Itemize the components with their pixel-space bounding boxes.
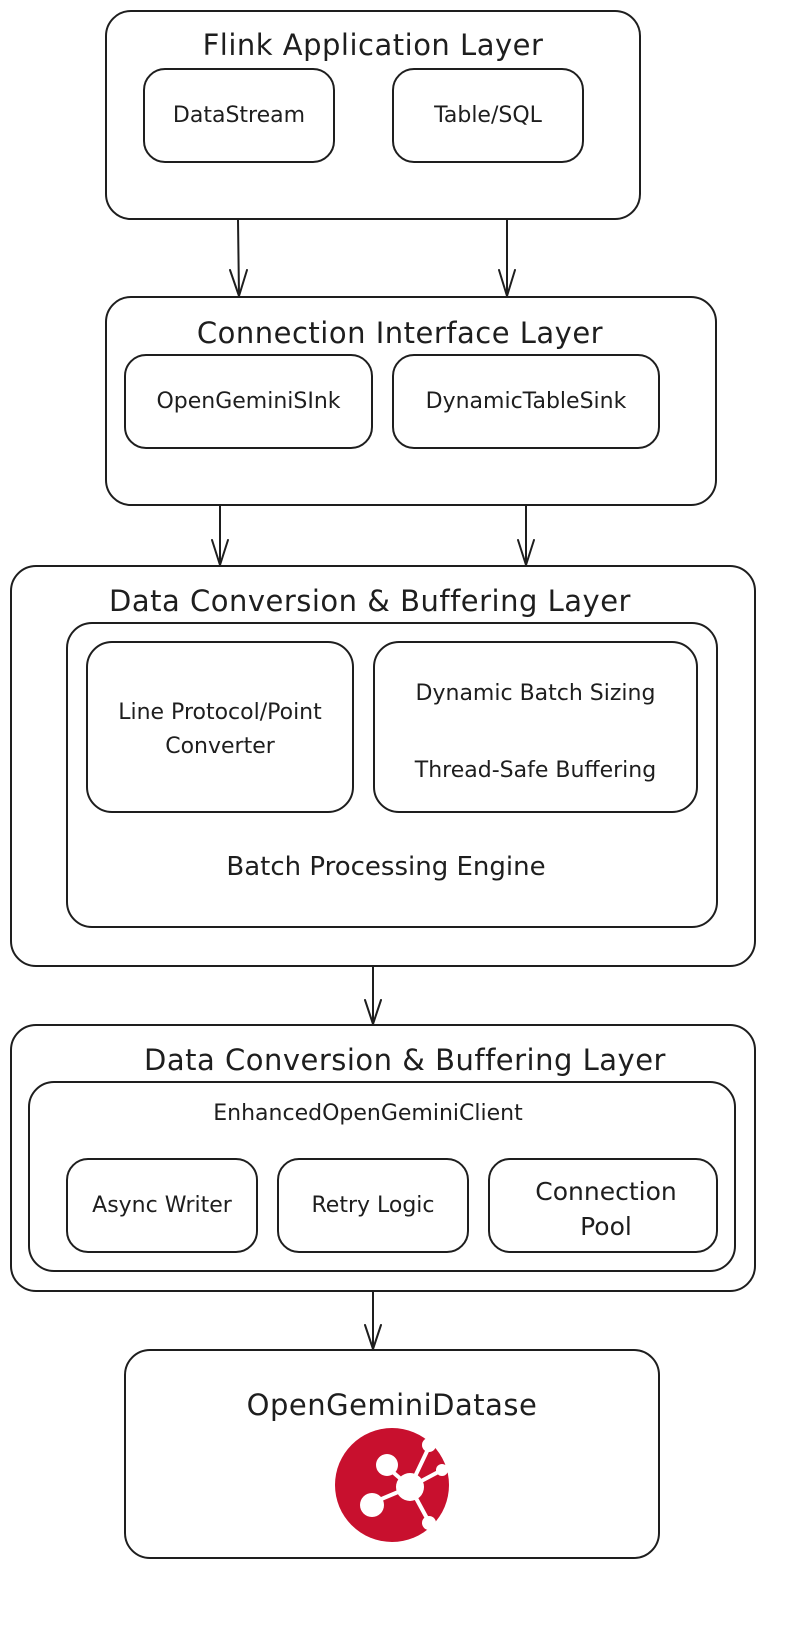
flink-application-layer-title: Flink Application Layer [202, 28, 544, 62]
arrow-conversion-to-client [364, 966, 382, 1025]
opengemini-sink-box: OpenGeminiSInk [124, 354, 373, 449]
datastream-box: DataStream [143, 68, 335, 163]
client-layer-title: Data Conversion & Buffering Layer [144, 1043, 666, 1077]
connection-pool-label: Connection [535, 1177, 677, 1206]
opengemini-database-title: OpenGeminiDatase [246, 1388, 538, 1422]
connection-pool-label-2: Pool [580, 1212, 632, 1241]
dynamic-batch-sizing-label: Dynamic Batch Sizing [415, 681, 656, 706]
arrow-sink-to-conversion [211, 505, 229, 566]
enhanced-opengemini-client-title: EnhancedOpenGeminiClient [213, 1101, 523, 1126]
connection-pool-box [488, 1158, 718, 1253]
table-sql-box: Table/SQL [392, 68, 584, 163]
data-conversion-buffering-layer-title: Data Conversion & Buffering Layer [109, 584, 631, 618]
async-writer-box: Async Writer [66, 1158, 258, 1253]
line-protocol-converter-label: Line Protocol/Point [118, 700, 322, 725]
arrow-tablesink-to-conversion [517, 505, 535, 566]
line-protocol-converter-label-2: Converter [165, 734, 275, 759]
retry-logic-box: Retry Logic [277, 1158, 469, 1253]
arrow-datastream-to-interface [229, 219, 248, 297]
arrow-tablesql-to-interface [498, 219, 516, 297]
line-protocol-converter-box [86, 641, 354, 813]
arrow-client-to-database [364, 1291, 382, 1350]
molecule-logo-icon [335, 1428, 449, 1542]
dynamic-table-sink-box: DynamicTableSink [392, 354, 660, 449]
connection-interface-layer-title: Connection Interface Layer [196, 316, 604, 350]
thread-safe-buffering-label: Thread-Safe Buffering [414, 758, 657, 783]
batching-features-box [373, 641, 698, 813]
batch-processing-engine-title: Batch Processing Engine [226, 852, 546, 882]
